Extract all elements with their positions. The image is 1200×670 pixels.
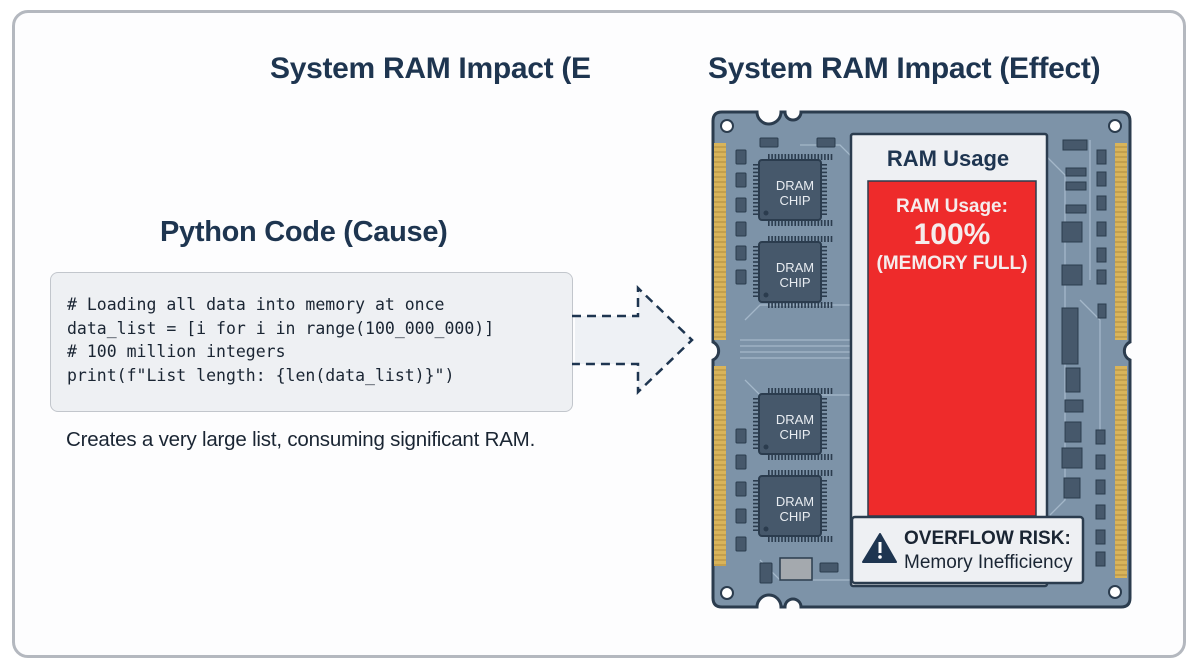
dram-chip	[753, 154, 833, 226]
cause-title: Python Code (Cause)	[160, 216, 448, 248]
ram-usage-label: RAM Usage:	[896, 196, 1008, 217]
overflow-warning-box	[850, 515, 1085, 585]
dram-chip	[753, 388, 833, 460]
code-caption: Creates a very large list, consuming sig…	[66, 428, 536, 451]
ram-usage-value: 100%	[913, 218, 991, 251]
code-line: print(f"List length: {len(data_list)}")	[67, 365, 455, 385]
warning-triangle-icon	[862, 533, 897, 563]
ram-usage-status: (MEMORY FULL)	[876, 253, 1028, 274]
code-block: # Loading all data into memory at once d…	[50, 272, 573, 412]
ram-usage-heading: RAM Usage	[886, 146, 1010, 171]
code-line: # 100 million integers	[67, 342, 286, 361]
code-line: data_list = [i for i in range(100_000_00…	[67, 318, 495, 338]
dashed-arrow-right-icon	[572, 285, 694, 395]
overflow-warning-subtitle: Memory Inefficiency	[904, 552, 1073, 573]
ram-module	[711, 110, 1132, 609]
effect-title: System RAM Impact (Effect)	[708, 52, 1101, 85]
overflow-warning-title: OVERFLOW RISK:	[904, 528, 1071, 549]
dram-chip	[753, 236, 833, 308]
code-line: # Loading all data into memory at once	[67, 295, 445, 314]
dram-chip	[753, 470, 833, 542]
ram-usage-fill-bar	[867, 180, 1037, 517]
cut-off-title: System RAM Impact (E	[270, 52, 591, 85]
